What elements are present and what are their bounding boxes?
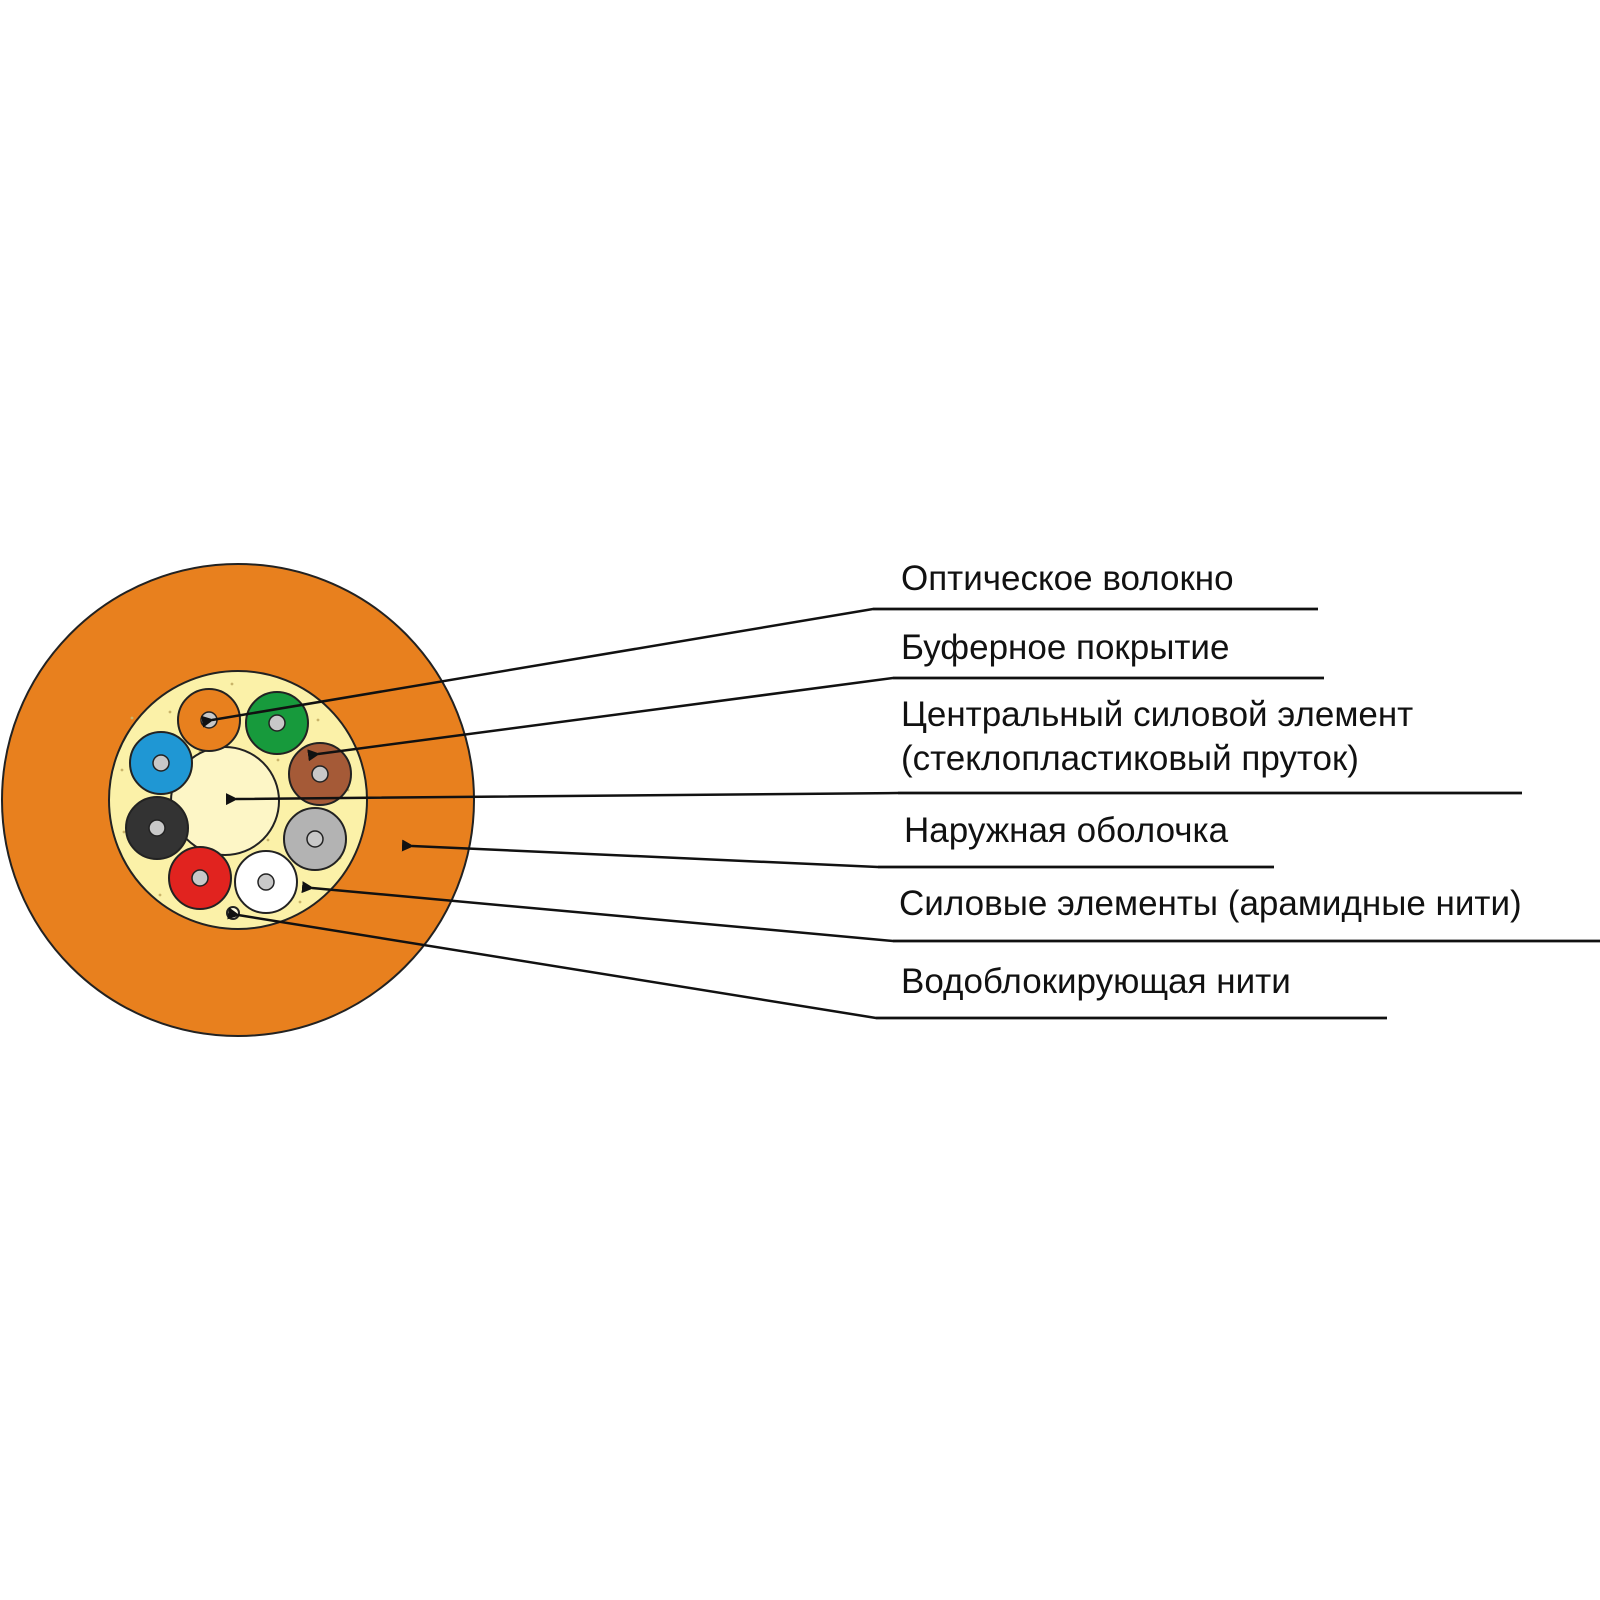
optical-fiber-core: [191, 869, 209, 887]
buffered-fiber-brown: [288, 742, 352, 806]
buffered-fiber-black: [125, 796, 189, 860]
label-central-member-line1: Центральный силовой элемент: [901, 695, 1413, 734]
label-aramid: Силовые элементы (арамидные нити): [899, 884, 1522, 923]
buffered-fiber-white: [234, 850, 298, 914]
buffered-fiber-green: [245, 691, 309, 755]
water-blocking-yarn: [226, 906, 240, 920]
leader-lines: [201, 607, 1600, 1020]
buffered-fiber-orange: [177, 688, 241, 752]
optical-fiber-core: [148, 819, 166, 837]
optical-fiber-core: [152, 754, 170, 772]
buffered-fiber-red: [168, 846, 232, 910]
label-optical-fiber: Оптическое волокно: [901, 559, 1234, 598]
label-outer-jacket: Наружная оболочка: [904, 811, 1229, 850]
buffered-fiber-blue: [129, 731, 193, 795]
optical-fiber-core: [306, 830, 324, 848]
optical-fiber-core: [257, 873, 275, 891]
optical-fiber-core: [268, 714, 286, 732]
buffered-fiber-gray: [283, 807, 347, 871]
label-buffer-coating: Буферное покрытие: [901, 628, 1229, 667]
label-central-member-line2: (стеклопластиковый пруток): [901, 739, 1359, 778]
callout-labels: Оптическое волокно Буферное покрытие Цен…: [899, 559, 1522, 1001]
optical-fiber-core: [311, 765, 329, 783]
label-water-blocking: Водоблокирующая нити: [901, 962, 1291, 1001]
